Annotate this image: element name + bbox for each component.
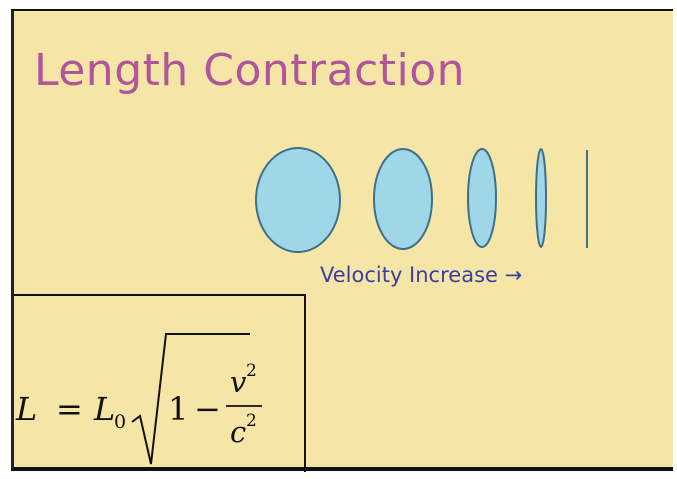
- formula-lhs: L: [15, 390, 37, 428]
- formula-one: 1: [168, 390, 188, 428]
- denominator-exponent: 2: [246, 411, 257, 431]
- fraction-numerator: v: [230, 365, 247, 399]
- fraction-denominator: c: [230, 415, 246, 449]
- formula-equals: =: [56, 390, 83, 428]
- velocity-caption: Velocity Increase →: [320, 263, 523, 287]
- square-root-sign: [131, 333, 250, 465]
- object-at-rest: [255, 147, 341, 253]
- slide-title: Length Contraction: [34, 45, 466, 96]
- slide: Length Contraction Velocity Increase → L…: [11, 9, 673, 472]
- formula-coefficient-subscript: 0: [114, 411, 126, 433]
- numerator-exponent: 2: [246, 361, 257, 381]
- formula-minus: −: [194, 390, 221, 428]
- formula-box: L = L 0 1 − v 2 c 2: [14, 294, 306, 472]
- object-medium: [467, 148, 497, 248]
- length-contraction-formula: L = L 0 1 − v 2 c 2: [15, 333, 262, 465]
- object-fast: [535, 148, 547, 248]
- object-slow: [373, 148, 433, 250]
- contraction-diagram: [255, 147, 588, 253]
- formula-coefficient: L: [93, 390, 115, 428]
